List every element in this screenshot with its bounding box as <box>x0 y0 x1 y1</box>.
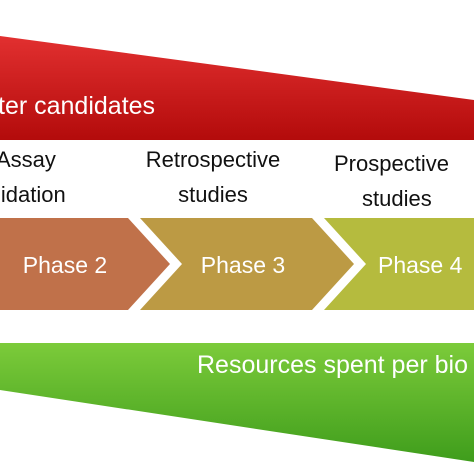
top-banner-wedge <box>0 36 474 140</box>
bottom-banner-wedge <box>0 343 474 462</box>
stage-prospective-line2: studies <box>362 186 432 211</box>
phase-2-label: Phase 2 <box>22 252 108 278</box>
top-banner-label: ter candidates <box>0 92 156 120</box>
stage-assay-line2: lidation <box>0 182 66 207</box>
phase-4-chevron <box>324 218 474 310</box>
phase-3-label: Phase 3 <box>200 252 286 278</box>
phase-3-chevron <box>140 218 354 310</box>
phase-2-chevron <box>0 218 170 310</box>
stage-prospective-line1: Prospective <box>334 151 449 176</box>
stage-retrospective-line2: studies <box>178 182 248 207</box>
stage-assay-line1: Assay <box>0 147 56 172</box>
bottom-banner-label: Resources spent per bio <box>197 351 468 379</box>
stage-retrospective-line1: Retrospective <box>145 147 281 172</box>
phase-4-label: Phase 4 <box>378 252 463 278</box>
